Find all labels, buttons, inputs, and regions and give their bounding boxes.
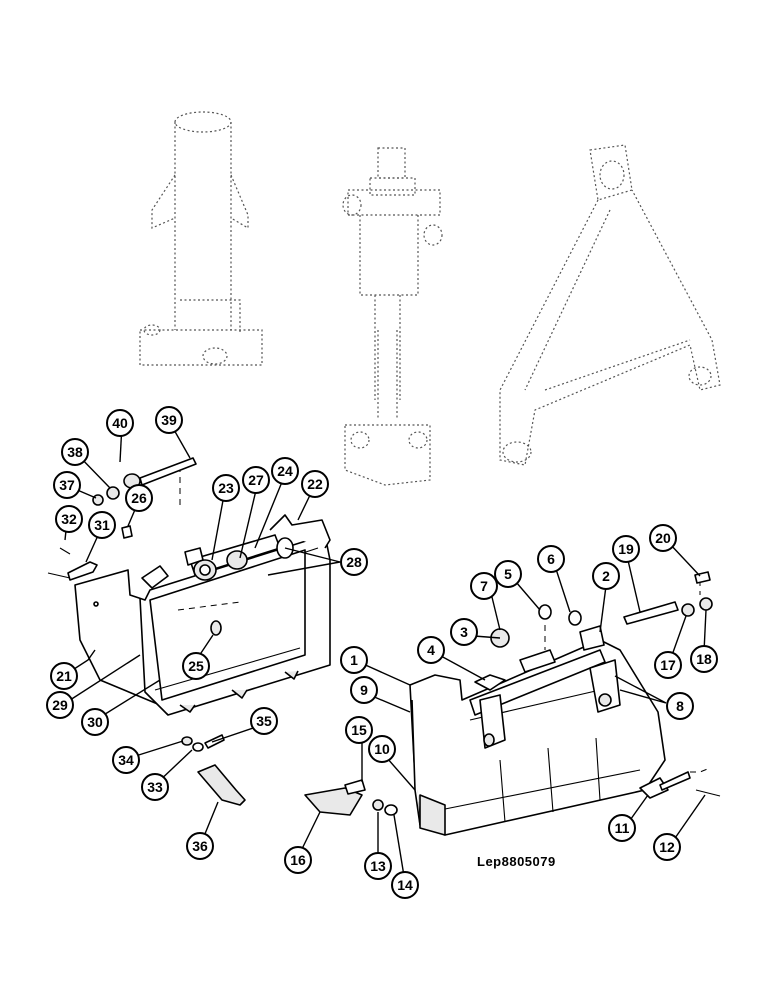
- callout-25: 25: [182, 652, 210, 680]
- callout-30: 30: [81, 708, 109, 736]
- callout-28: 28: [340, 548, 368, 576]
- callout-1: 1: [340, 646, 368, 674]
- callout-16: 16: [284, 846, 312, 874]
- svg-text:23: 23: [218, 480, 234, 496]
- callout-29: 29: [46, 691, 74, 719]
- callout-34: 34: [112, 746, 140, 774]
- callout-9: 9: [350, 676, 378, 704]
- svg-text:9: 9: [360, 682, 368, 698]
- svg-text:35: 35: [256, 713, 272, 729]
- callout-8: 8: [666, 692, 694, 720]
- callout-19: 19: [612, 535, 640, 563]
- callout-33: 33: [141, 773, 169, 801]
- callout-17: 17: [654, 651, 682, 679]
- svg-text:2: 2: [602, 568, 610, 584]
- svg-text:31: 31: [94, 517, 110, 533]
- callout-15: 15: [345, 716, 373, 744]
- svg-text:37: 37: [59, 477, 75, 493]
- callout-11: 11: [608, 814, 636, 842]
- callout-39: 39: [155, 406, 183, 434]
- svg-text:20: 20: [655, 530, 671, 546]
- callout-5: 5: [494, 560, 522, 588]
- svg-text:24: 24: [277, 463, 293, 479]
- svg-text:26: 26: [131, 490, 147, 506]
- svg-text:16: 16: [290, 852, 306, 868]
- svg-text:12: 12: [659, 839, 675, 855]
- callout-14: 14: [391, 871, 419, 899]
- svg-text:11: 11: [615, 820, 630, 836]
- callout-18: 18: [690, 645, 718, 673]
- ghost-hydraulic-cylinder: [342, 147, 443, 486]
- callout-24: 24: [271, 457, 299, 485]
- svg-text:5: 5: [504, 566, 512, 582]
- svg-text:27: 27: [248, 472, 264, 488]
- svg-text:19: 19: [618, 541, 634, 557]
- svg-text:15: 15: [351, 722, 367, 738]
- callout-26: 26: [125, 484, 153, 512]
- callout-10: 10: [368, 735, 396, 763]
- svg-text:8: 8: [676, 698, 684, 714]
- left-bucket-assembly: [47, 466, 331, 716]
- callout-40: 40: [106, 409, 134, 437]
- svg-text:1: 1: [350, 652, 358, 668]
- svg-text:38: 38: [67, 444, 83, 460]
- svg-text:22: 22: [307, 476, 323, 492]
- callout-37: 37: [53, 471, 81, 499]
- svg-text:36: 36: [192, 838, 208, 854]
- svg-text:29: 29: [52, 697, 68, 713]
- svg-text:10: 10: [374, 741, 390, 757]
- callout-20: 20: [649, 524, 677, 552]
- callout-32: 32: [55, 505, 83, 533]
- svg-text:3: 3: [460, 624, 468, 640]
- callout-36: 36: [186, 832, 214, 860]
- callout-22: 22: [301, 470, 329, 498]
- callout-35: 35: [250, 707, 278, 735]
- callout-38: 38: [61, 438, 89, 466]
- svg-text:39: 39: [161, 412, 177, 428]
- svg-text:21: 21: [56, 668, 72, 684]
- svg-text:4: 4: [427, 642, 435, 658]
- svg-text:25: 25: [188, 658, 204, 674]
- svg-text:40: 40: [112, 415, 128, 431]
- svg-text:6: 6: [547, 551, 555, 567]
- drawing-reference-code: Lep8805079: [477, 854, 556, 869]
- callout-13: 13: [364, 852, 392, 880]
- callout-4: 4: [417, 636, 445, 664]
- right-bucket-hardware: [304, 571, 721, 816]
- svg-text:33: 33: [147, 779, 163, 795]
- svg-text:18: 18: [696, 651, 712, 667]
- svg-text:28: 28: [346, 554, 362, 570]
- svg-text:32: 32: [61, 511, 77, 527]
- right-bucket-assembly: [409, 580, 701, 836]
- callout-31: 31: [88, 511, 116, 539]
- svg-text:17: 17: [660, 657, 676, 673]
- ghost-a-frame-link: [499, 144, 721, 466]
- svg-text:30: 30: [87, 714, 103, 730]
- callout-7: 7: [470, 572, 498, 600]
- callout-27: 27: [242, 466, 270, 494]
- ghost-boom-post: [139, 111, 263, 366]
- callout-2: 2: [592, 562, 620, 590]
- callout-12: 12: [653, 833, 681, 861]
- callout-21: 21: [50, 662, 78, 690]
- svg-text:34: 34: [118, 752, 134, 768]
- svg-text:13: 13: [370, 858, 386, 874]
- callout-6: 6: [537, 545, 565, 573]
- svg-text:7: 7: [480, 578, 488, 594]
- svg-text:14: 14: [397, 877, 413, 893]
- callout-23: 23: [212, 474, 240, 502]
- callout-3: 3: [450, 618, 478, 646]
